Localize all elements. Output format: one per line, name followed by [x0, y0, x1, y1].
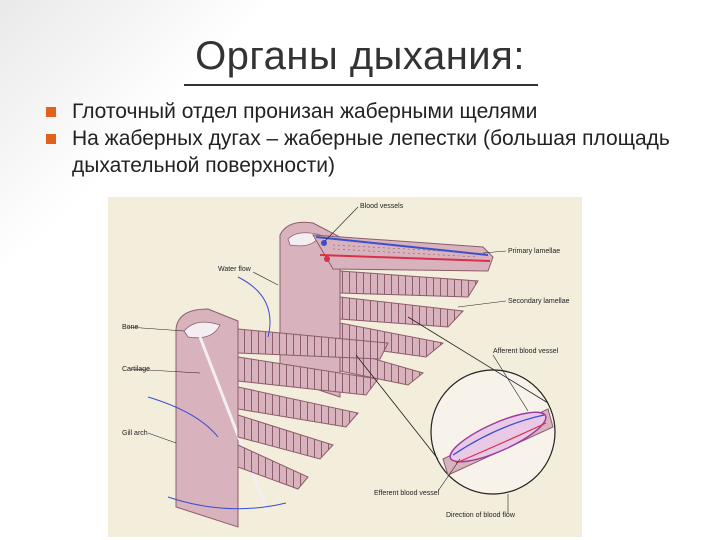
label-efferent-vessel: Efferent blood vessel [374, 490, 440, 497]
label-blood-vessels: Blood vessels [360, 203, 404, 210]
label-gill-arch: Gill arch [122, 430, 148, 437]
bullet-item: На жаберных дугах – жаберные лепестки (б… [46, 125, 696, 179]
bullet-item: Глоточный отдел пронизан жаберными щелям… [46, 98, 696, 125]
label-afferent-vessel: Afferent blood vessel [493, 348, 559, 355]
title-underline [184, 84, 538, 86]
bullet-text: На жаберных дугах – жаберные лепестки (б… [72, 127, 670, 177]
label-bone: Bone [122, 324, 138, 331]
gill-illustration: Blood vessels Primary lamellae Water flo… [108, 197, 582, 537]
bullet-text: Глоточный отдел пронизан жаберными щелям… [72, 100, 537, 123]
label-cartilage: Cartilage [122, 366, 150, 373]
label-water-flow: Water flow [218, 266, 252, 273]
label-secondary-lamellae: Secondary lamellae [508, 298, 570, 305]
bullet-square-icon [46, 134, 56, 144]
bullet-square-icon [46, 107, 56, 117]
bullet-list: Глоточный отдел пронизан жаберными щелям… [46, 98, 696, 179]
lower-gill-arch [176, 309, 388, 527]
label-direction-blood-flow: Direction of blood flow [446, 512, 516, 519]
gill-diagram: Blood vessels Primary lamellae Water flo… [108, 197, 582, 537]
slide-title: Органы дыхания: [0, 34, 720, 79]
label-primary-lamellae: Primary lamellae [508, 248, 560, 255]
